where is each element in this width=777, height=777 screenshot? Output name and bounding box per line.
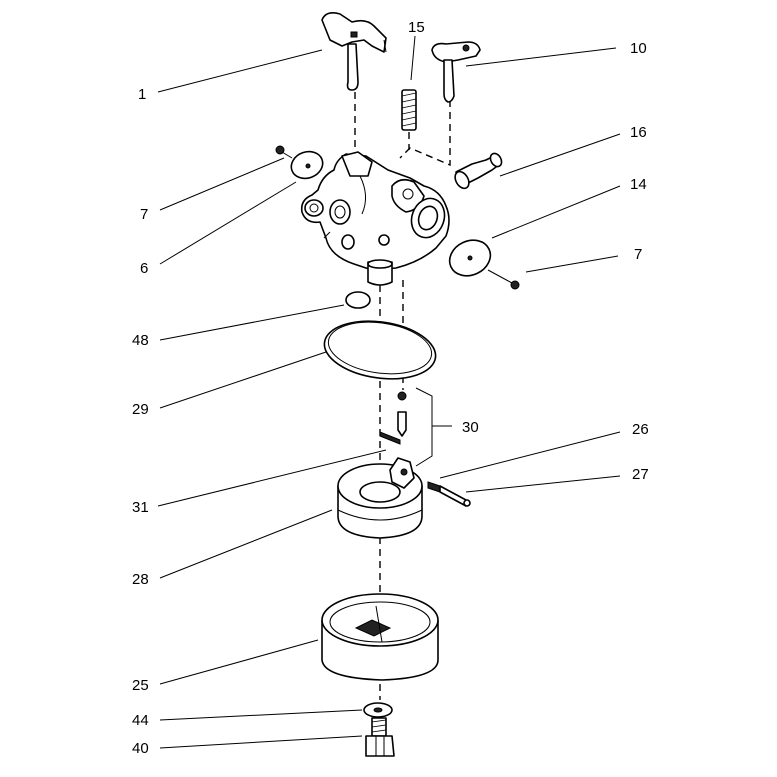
leader-lines bbox=[157, 35, 621, 749]
part-1-throttle-lever bbox=[321, 12, 387, 91]
callout-26: 26 bbox=[632, 421, 649, 438]
callout-28: 28 bbox=[132, 571, 149, 588]
callout-44: 44 bbox=[132, 712, 149, 729]
part-48-welch-plug bbox=[345, 291, 371, 309]
callout-30: 30 bbox=[462, 419, 479, 436]
part-10-choke-lever bbox=[431, 41, 481, 103]
callout-1: 1 bbox=[138, 86, 146, 103]
callout-27: 27 bbox=[632, 466, 649, 483]
part-28-float bbox=[337, 457, 423, 539]
part-26-27-float-pin bbox=[427, 481, 471, 507]
part-7-screw-right bbox=[487, 269, 520, 290]
callout-15: 15 bbox=[408, 19, 425, 36]
part-6-throttle-plate bbox=[290, 150, 324, 180]
callout-7-right: 7 bbox=[634, 246, 642, 263]
callout-31: 31 bbox=[132, 499, 149, 516]
carburetor-body bbox=[300, 151, 450, 286]
part-40-bowl-nut bbox=[365, 717, 395, 757]
callout-14: 14 bbox=[630, 176, 647, 193]
part-29-bowl-gasket bbox=[323, 320, 437, 380]
part-16-fuel-fitting bbox=[454, 152, 503, 190]
callout-16: 16 bbox=[630, 124, 647, 141]
callout-29: 29 bbox=[132, 401, 149, 418]
callout-labels: 1 15 10 16 14 7 6 7 48 29 30 31 26 27 28… bbox=[132, 19, 649, 757]
callout-40: 40 bbox=[132, 740, 149, 757]
callout-48: 48 bbox=[132, 332, 149, 349]
part-30-inlet-needle bbox=[379, 391, 407, 445]
part-15-spring bbox=[401, 89, 417, 131]
callout-10: 10 bbox=[630, 40, 647, 57]
callout-25: 25 bbox=[132, 677, 149, 694]
part-44-washer bbox=[363, 702, 393, 718]
part-7-screw-left bbox=[275, 145, 293, 159]
part-14-choke-plate bbox=[448, 239, 492, 277]
callout-7-left: 7 bbox=[140, 206, 148, 223]
callout-6: 6 bbox=[140, 260, 148, 277]
part-25-float-bowl bbox=[321, 593, 439, 681]
